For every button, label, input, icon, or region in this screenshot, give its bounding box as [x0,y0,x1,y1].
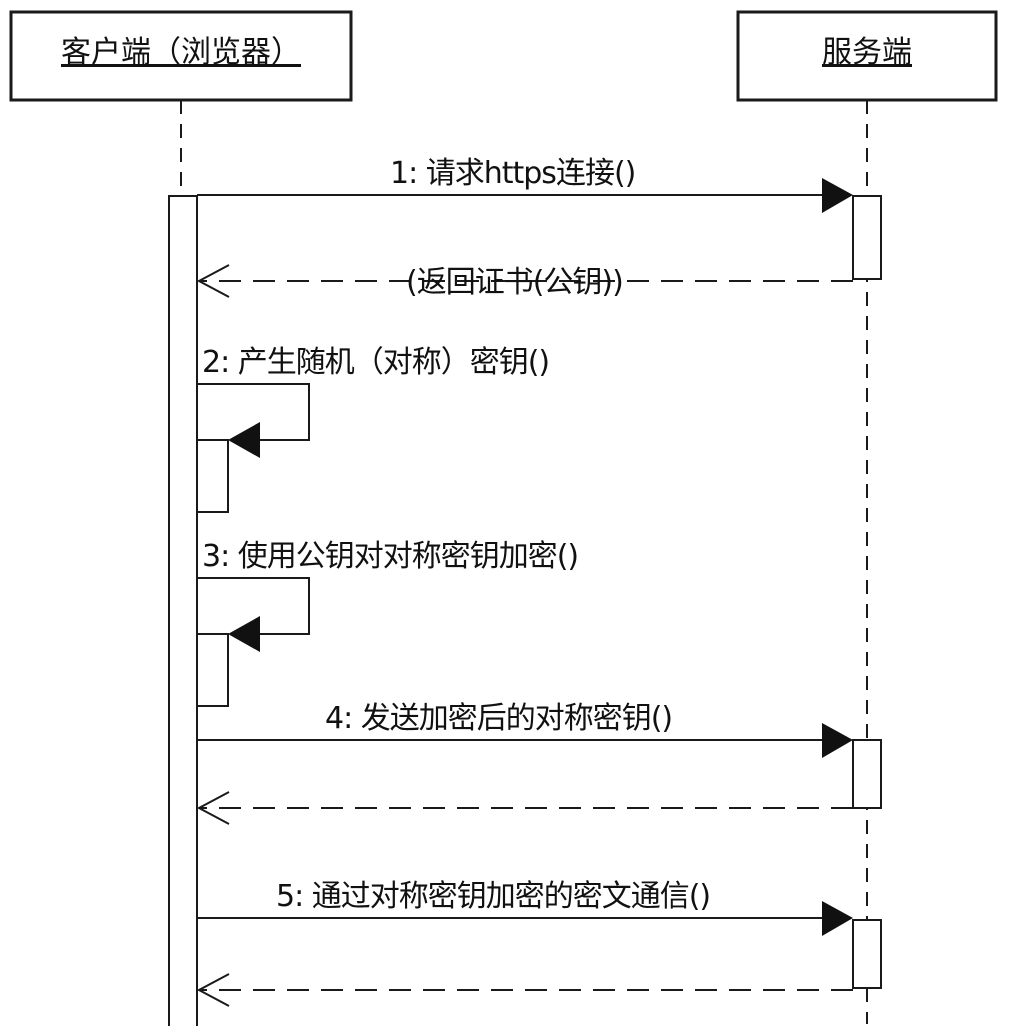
participant-client-label: 客户端（浏览器） [61,35,301,70]
arrow-head-filled [228,422,260,458]
arrow-head-filled [822,178,853,213]
message-encrypt-key: 3: 使用公钥对对称密钥加密() [196,539,579,707]
arrow-head-open [196,791,230,825]
participant-client: 客户端（浏览器） [9,10,353,102]
message-label: (返回证书(公钥)) [406,265,623,300]
message-generate-key: 2: 产生随机（对称）密钥() [196,345,550,513]
arrow-head-open [196,973,230,1007]
self-call-line [197,383,310,441]
message-return-certificate: (返回证书(公钥)) [196,264,853,300]
arrow-head-open [196,264,230,298]
message-label: 2: 产生随机（对称）密钥() [202,345,549,380]
activation-client [168,195,198,1026]
participant-server: 服务端 [736,10,998,102]
activation-server-2 [852,739,882,809]
message-label: 3: 使用公钥对对称密钥加密() [202,539,578,574]
arrow-head-filled [822,723,853,758]
arrow-head-filled [228,616,260,652]
message-return-4 [196,791,853,825]
self-activation [196,439,229,513]
message-return-5 [196,973,853,1007]
message-label: 4: 发送加密后的对称密钥() [325,701,672,736]
activation-server-3 [852,919,882,989]
message-send-encrypted-key: 4: 发送加密后的对称密钥() [197,701,853,758]
message-label: 5: 通过对称密钥加密的密文通信() [276,879,710,914]
activation-server-1 [852,195,882,280]
participant-server-box [736,10,998,102]
self-call-line [197,577,310,635]
self-activation [196,633,229,707]
participant-client-box [9,10,353,102]
message-encrypted-communication: 5: 通过对称密钥加密的密文通信() [197,879,853,936]
participant-server-label: 服务端 [822,35,912,70]
arrow-head-filled [822,901,853,936]
message-request-https: 1: 请求https连接() [197,156,853,213]
message-label: 1: 请求https连接() [390,156,635,191]
